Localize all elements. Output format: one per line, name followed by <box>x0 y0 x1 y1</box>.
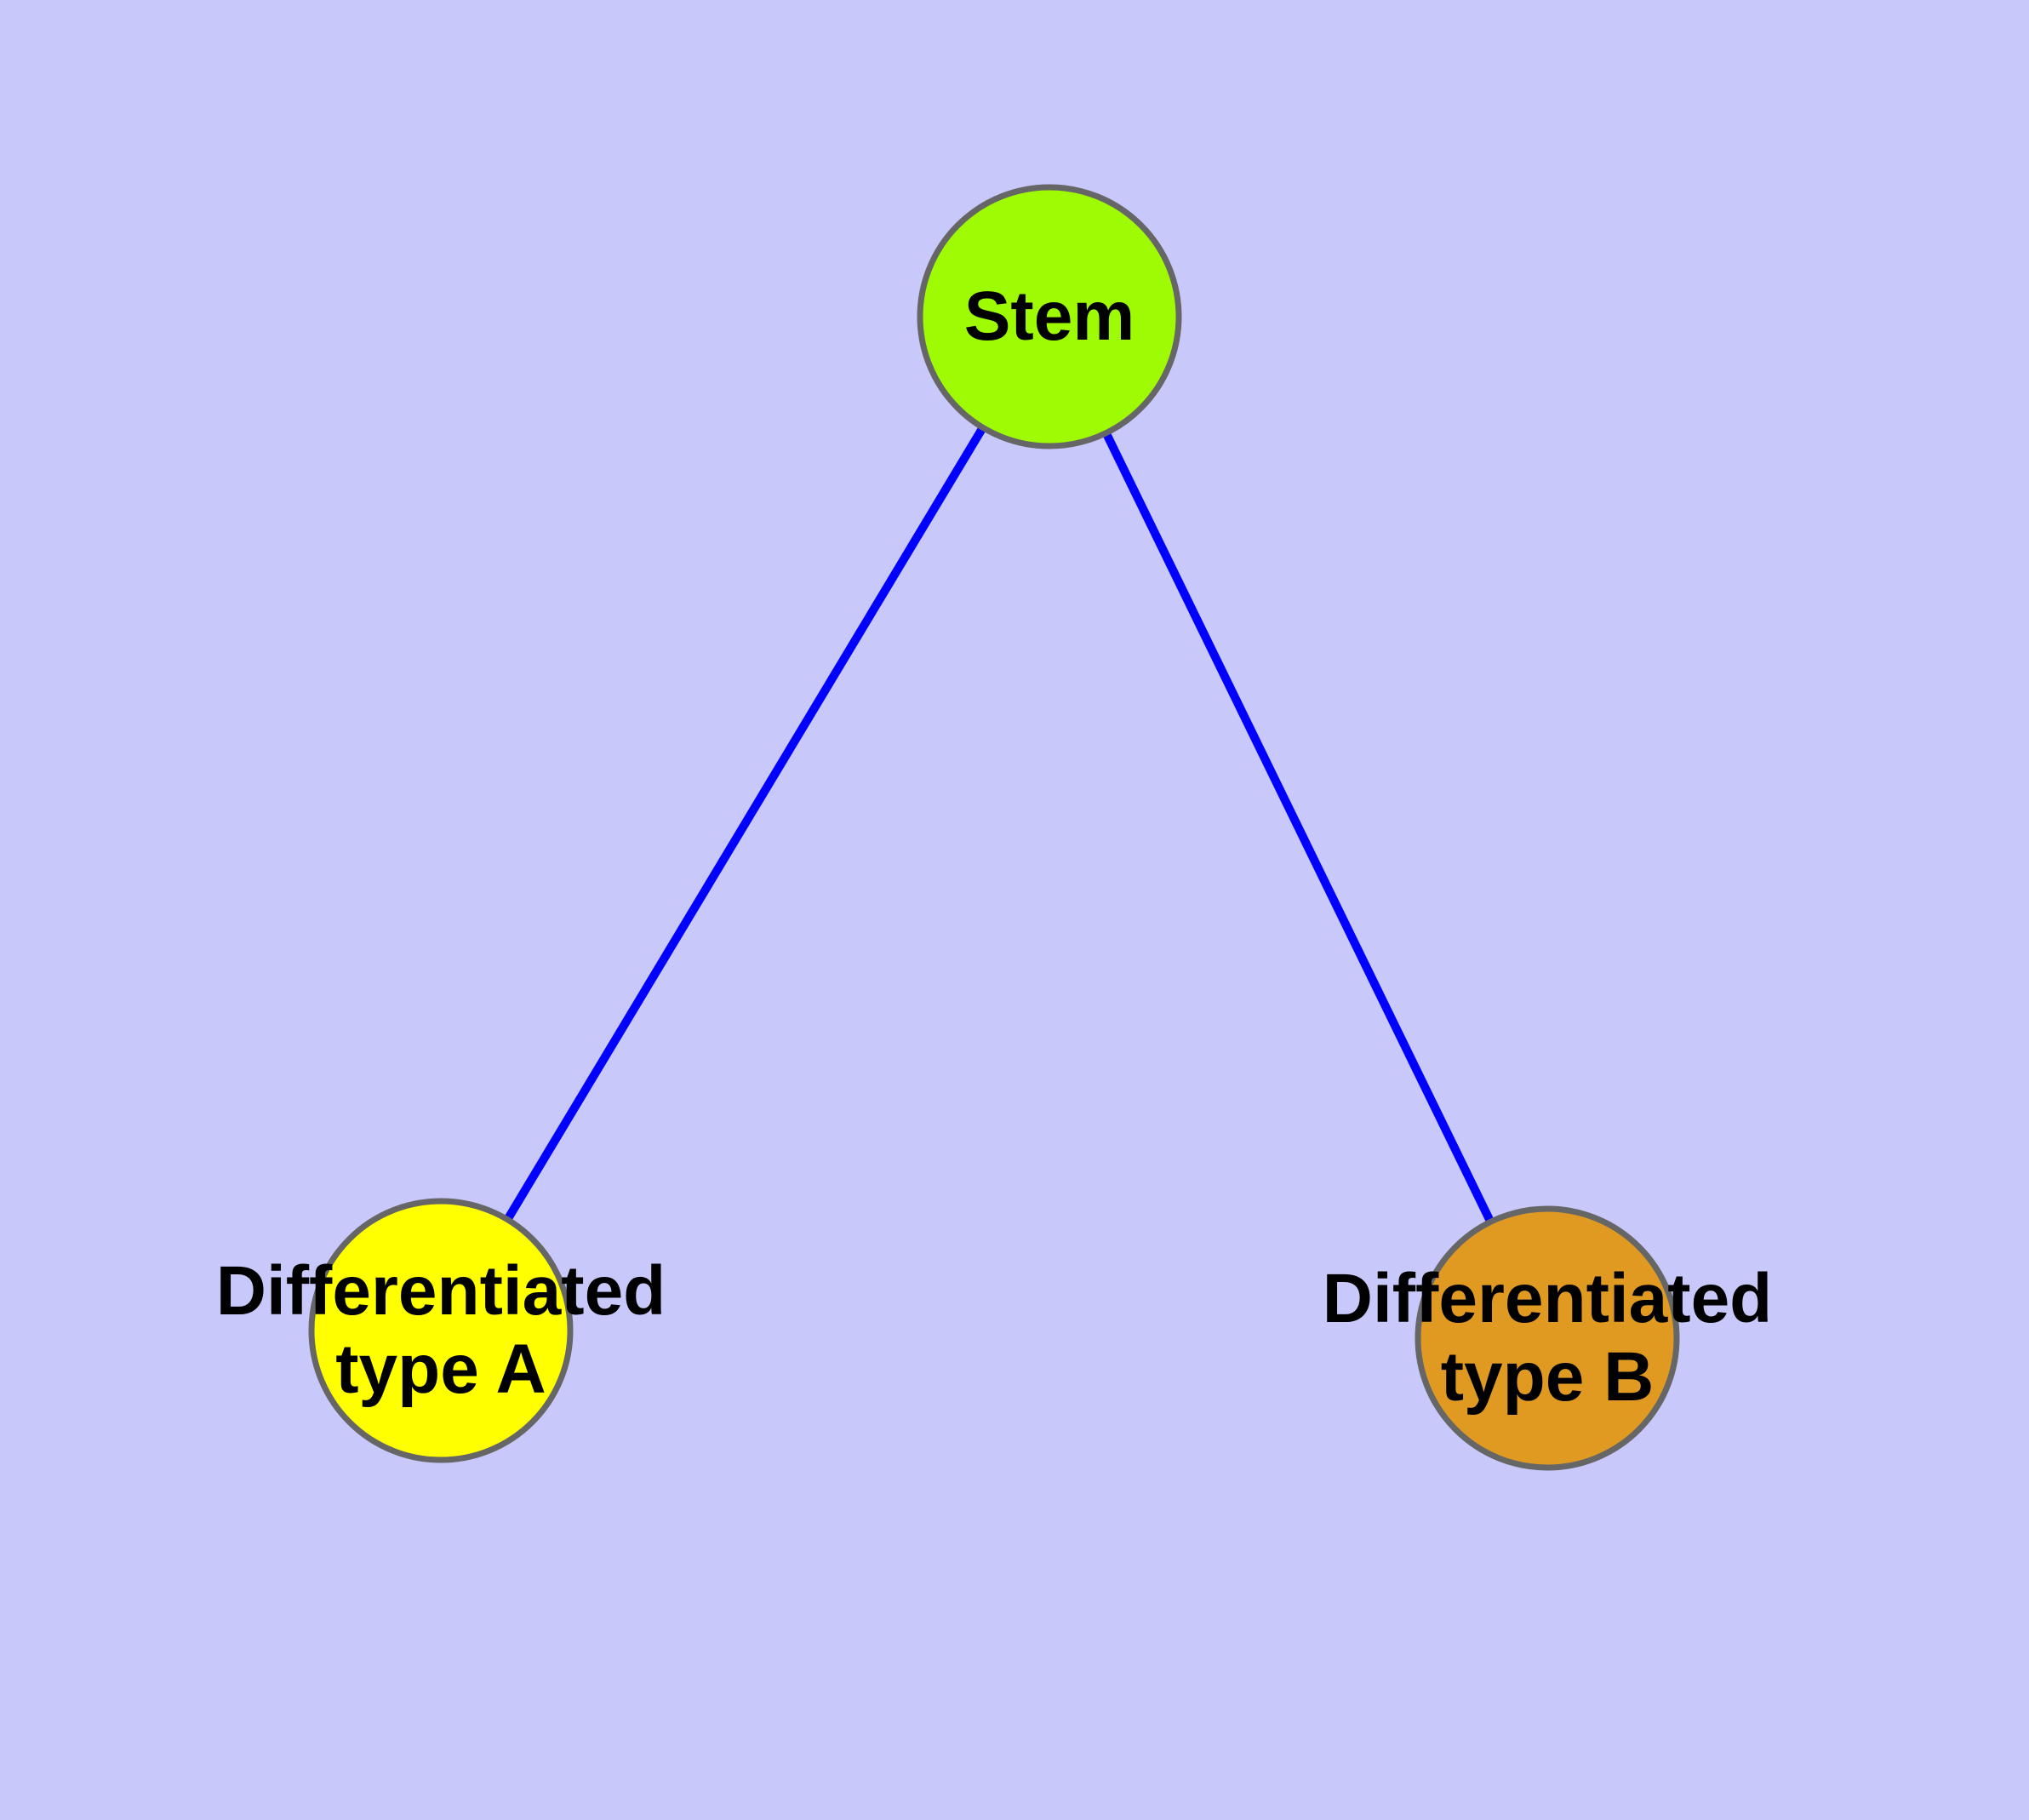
graph-edge-stem-diff_a <box>502 424 988 1223</box>
graph-node-stem[interactable] <box>917 184 1182 449</box>
graph-node-diff_b[interactable] <box>1415 1205 1680 1471</box>
graph-edge-stem-diff_b <box>1101 429 1495 1226</box>
nodes-group <box>308 184 1680 1471</box>
graph-node-diff_a[interactable] <box>308 1198 574 1463</box>
edges-group <box>502 424 1495 1226</box>
